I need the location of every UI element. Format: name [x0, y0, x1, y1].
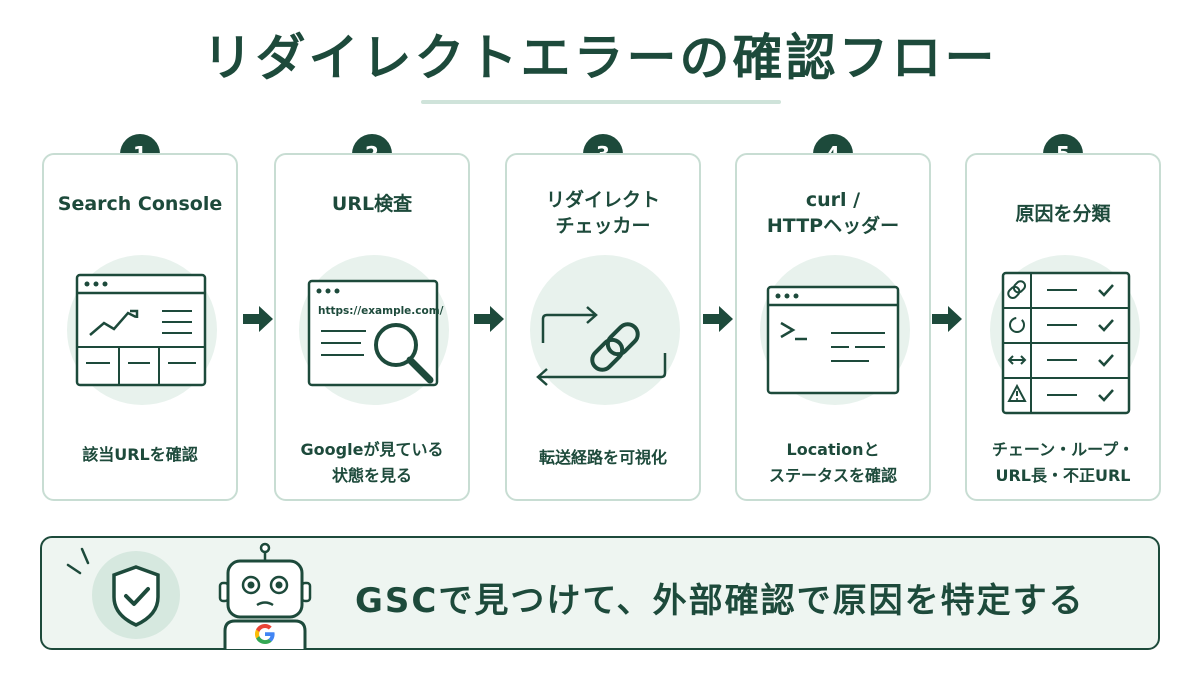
- google-g-logo: [255, 624, 275, 644]
- step-title-5: 原因を分類: [1015, 203, 1111, 225]
- analytics-window-icon: [75, 273, 207, 387]
- url-inspect-window-icon: [307, 279, 439, 387]
- step-circle-3: [530, 255, 680, 405]
- step-desc-2: Googleが見ている 状態を見る: [300, 440, 444, 485]
- banner-text: GSCで見つけて、外部確認で原因を特定する: [355, 581, 1085, 621]
- step-card-1: Search Console 該当URLを確認: [42, 153, 238, 501]
- step-card-3: リダイレクト チェッカー 転送経路を可視化: [505, 153, 701, 501]
- step-card-4: curl / HTTPヘッダー Locationと ステータスを確認: [735, 153, 931, 501]
- terminal-window-icon: [766, 285, 900, 395]
- cause-checklist-icon: [1001, 271, 1131, 415]
- step-card-5: 原因を分類 チェーン・ループ・ URL長・不正URL: [965, 153, 1161, 501]
- page-title: リダイレクトエラーの確認フロー: [202, 29, 998, 87]
- arrow-right-icon: [474, 306, 504, 332]
- arrow-right-icon: [932, 306, 962, 332]
- step-title-1: Search Console: [57, 193, 223, 215]
- step-desc-5: チェーン・ループ・ URL長・不正URL: [991, 440, 1135, 485]
- step-url-text: https://example.com/: [318, 305, 444, 317]
- step-desc-3: 転送経路を可視化: [538, 448, 667, 467]
- step-card-2: URL検査 https://example.com/ Googleが見ている 状…: [274, 153, 470, 501]
- step-title-4: curl / HTTPヘッダー: [766, 189, 900, 237]
- step-title-2: URL検査: [331, 193, 413, 215]
- shield-check-icon: [66, 547, 180, 639]
- step-desc-1: 該当URLを確認: [82, 445, 198, 464]
- redirect-chain-icon: [536, 306, 667, 386]
- step-title-3: リダイレクト チェッカー: [545, 189, 660, 237]
- step-desc-4: Locationと ステータスを確認: [768, 440, 897, 485]
- arrow-right-icon: [243, 306, 273, 332]
- title-underline: [421, 100, 781, 104]
- arrow-right-icon: [703, 306, 733, 332]
